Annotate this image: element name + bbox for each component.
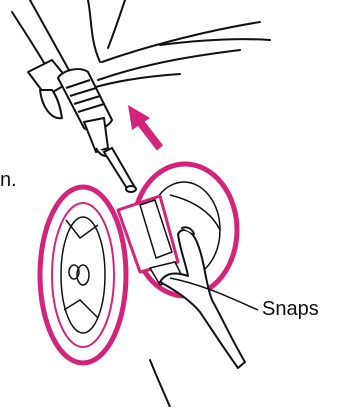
axle-housing <box>28 60 112 156</box>
snaps-callout-label: Snaps <box>262 299 319 319</box>
axle-rod <box>104 148 136 192</box>
arrow-up-right-icon <box>128 105 160 148</box>
front-wheel <box>40 187 126 363</box>
